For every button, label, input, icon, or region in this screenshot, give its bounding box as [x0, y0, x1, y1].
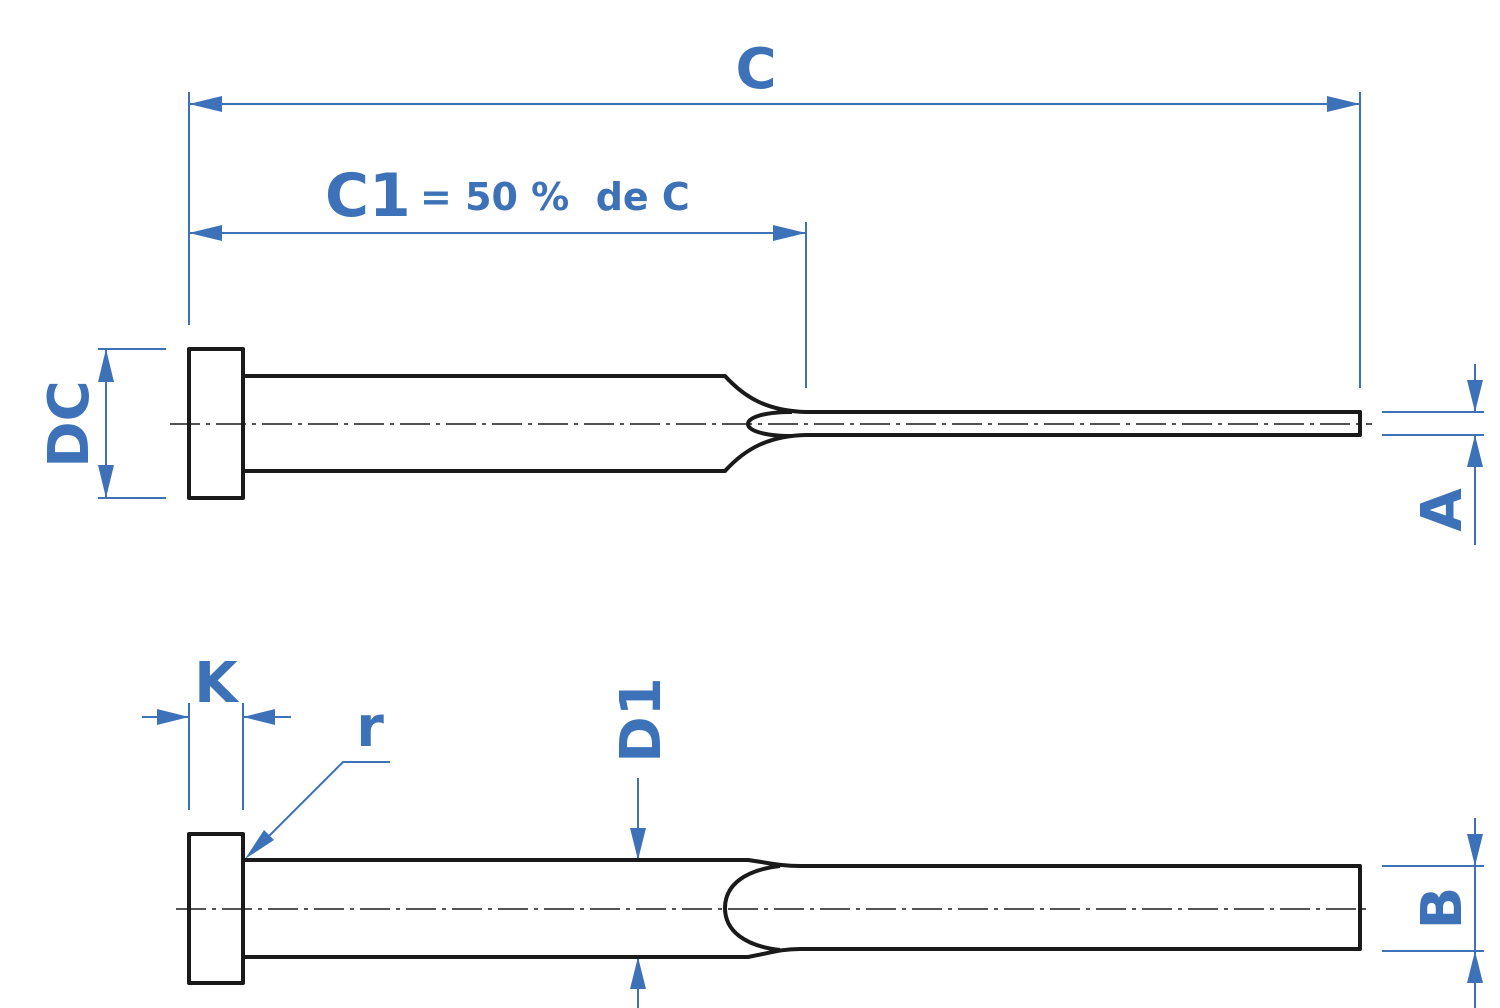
dimension-d1: D1 [609, 677, 674, 1008]
label-k: K [194, 651, 240, 716]
pin-transition-curve [723, 864, 781, 952]
bottom-view: K r D1 B [142, 651, 1484, 1008]
arrow-left-icon [243, 709, 275, 725]
arrow-right-icon [157, 709, 189, 725]
label-d1: D1 [609, 677, 674, 762]
dimension-k: K [142, 651, 291, 810]
arrow-right-icon [1327, 96, 1360, 112]
arrow-up-icon [630, 957, 646, 989]
arrow-down-icon [1467, 380, 1483, 412]
label-dc: DC [37, 380, 102, 468]
arrow-up-icon [1467, 435, 1483, 467]
label-c1: C1 [325, 161, 411, 231]
dimension-b: B [1382, 818, 1484, 1008]
dimension-c1: C1 = 50 % de C [189, 161, 806, 241]
dimension-dc: DC [37, 348, 166, 499]
dimension-c: C [189, 37, 1360, 112]
label-a: A [1410, 488, 1475, 532]
arrow-down-icon [1467, 834, 1483, 866]
arrow-up-icon [98, 349, 114, 382]
dimension-a: A [1382, 364, 1484, 545]
top-view: C C1 = 50 % de C DC [37, 37, 1484, 545]
label-c1-note: = 50 % de C [420, 175, 690, 219]
arrow-left-icon [189, 96, 222, 112]
arrow-left-icon [189, 225, 222, 241]
arrow-right-icon [773, 225, 806, 241]
arrow-down-icon [630, 828, 646, 860]
label-r: r [356, 695, 384, 760]
label-b: B [1410, 887, 1475, 930]
arrow-down-icon [98, 465, 114, 498]
arrow-up-icon [1467, 951, 1483, 983]
dimension-r: r [245, 695, 390, 859]
pin-shank-outline [243, 858, 1362, 959]
label-c: C [735, 37, 776, 102]
arrow-icon [245, 830, 274, 859]
